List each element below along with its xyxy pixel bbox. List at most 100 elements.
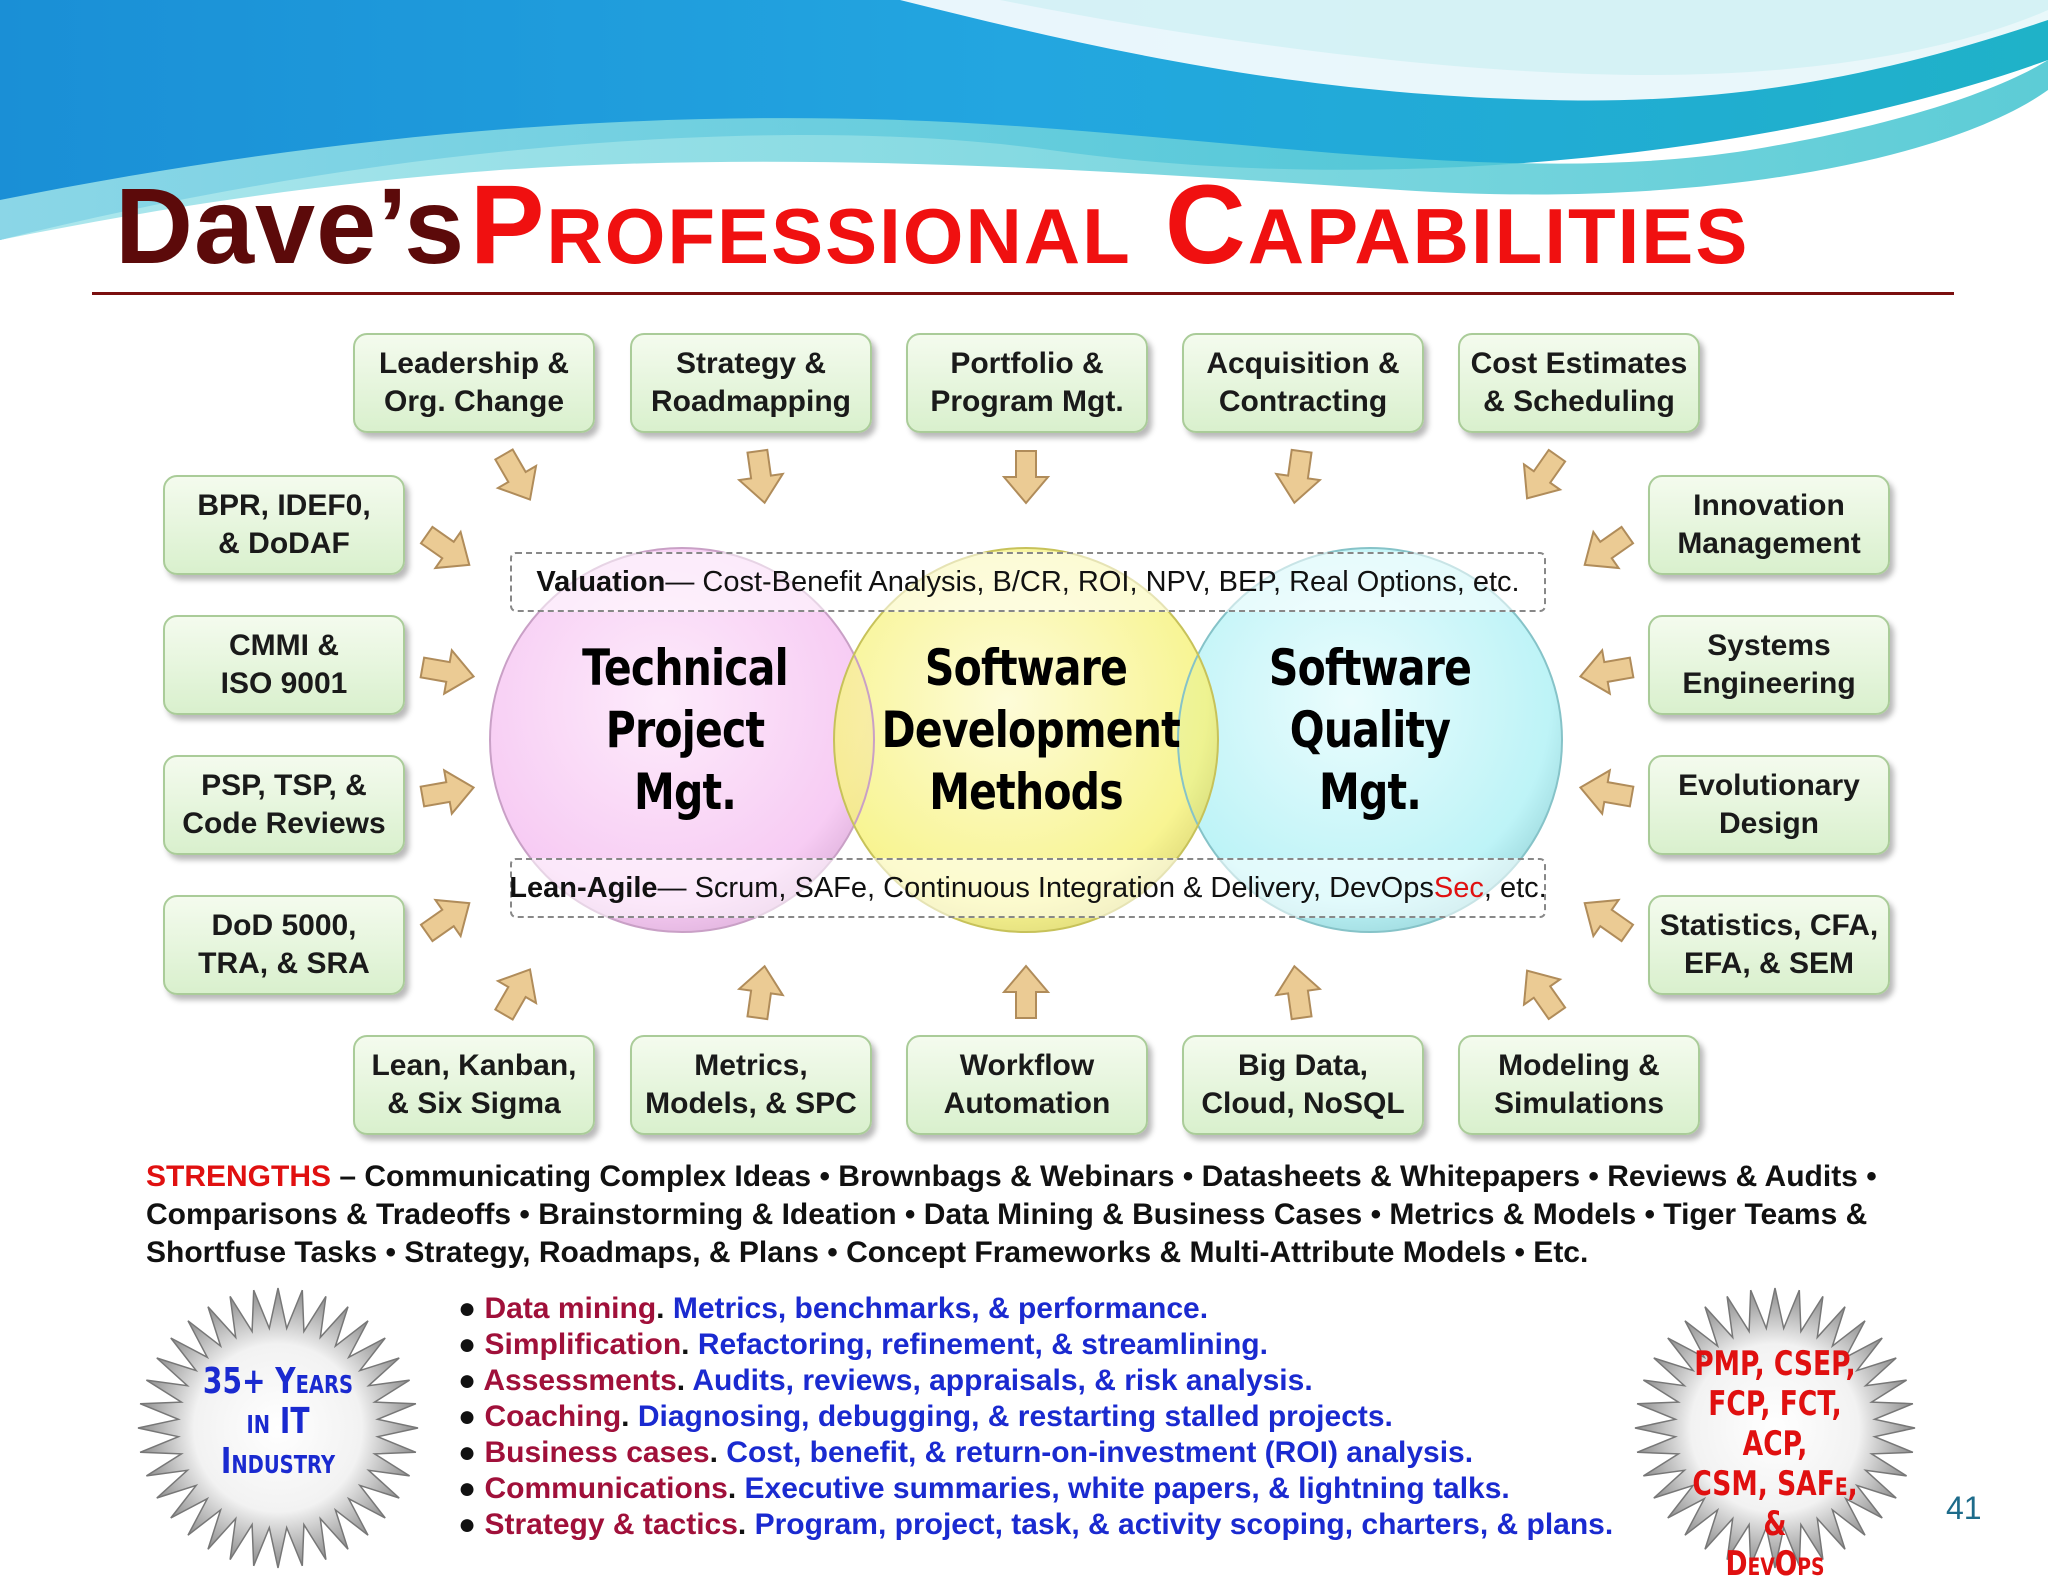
bullet-detail: Diagnosing, debugging, & restarting stal… <box>637 1400 1393 1433</box>
arrow-icon <box>736 964 785 1021</box>
bullet-heading: Communications <box>484 1472 728 1505</box>
list-item: ● Strategy & tactics. Program, project, … <box>458 1508 1614 1541</box>
title-name: Dave’s <box>115 165 466 286</box>
capability-box-right-1: Innovation Management <box>1648 475 1890 575</box>
lean-agile-text: — Scrum, SAFe, Continuous Integration & … <box>657 871 1434 904</box>
list-item: ● Communications. Executive summaries, w… <box>458 1472 1510 1505</box>
arrow-icon <box>1522 448 1567 500</box>
bullet-heading: Assessments <box>483 1364 677 1397</box>
lean-agile-sec: Sec <box>1433 871 1484 904</box>
venn-circle-center <box>834 548 1218 932</box>
title-divider <box>92 292 1954 295</box>
list-item: ● Simplification. Refactoring, refinemen… <box>458 1328 1268 1361</box>
arrow-icon <box>1274 964 1323 1021</box>
bullet-detail: Executive summaries, white papers, & lig… <box>744 1472 1510 1505</box>
arrow-icon <box>1522 969 1567 1021</box>
capability-box-top-3: Portfolio & Program Mgt. <box>906 333 1148 433</box>
valuation-label: Valuation <box>536 565 666 598</box>
arrow-icon <box>419 648 476 696</box>
capability-box-bottom-5: Modeling & Simulations <box>1458 1035 1700 1135</box>
capability-label: Systems Engineering <box>1682 629 1856 700</box>
capability-label: Innovation Management <box>1677 489 1861 560</box>
bullet-heading: Strategy & tactics <box>484 1508 738 1541</box>
arrow-icon <box>419 768 476 816</box>
years-experience-badge: 35+ Years in IT Industry <box>202 1361 354 1482</box>
arrow-icon <box>1578 768 1635 816</box>
capability-label: Statistics, CFA, EFA, & SEM <box>1659 909 1879 980</box>
bullet-heading: Data mining <box>484 1292 657 1325</box>
capability-box-left-3: PSP, TSP, & Code Reviews <box>163 755 405 855</box>
arrow-icon <box>1274 448 1323 505</box>
arrow-icon <box>493 448 538 501</box>
arrow-icon <box>1583 525 1635 570</box>
capability-label: CMMI & ISO 9001 <box>220 629 348 700</box>
capability-bullet-list: ● Data mining. Metrics, benchmarks, & pe… <box>458 1291 1698 1543</box>
capability-box-bottom-2: Metrics, Models, & SPC <box>630 1035 872 1135</box>
strengths-text: – Communicating Complex Ideas • Brownbag… <box>146 1160 1877 1269</box>
strengths-label: STRENGTHS <box>146 1160 332 1193</box>
list-item: ● Data mining. Metrics, benchmarks, & pe… <box>458 1292 1209 1325</box>
list-item: ● Assessments. Audits, reviews, appraisa… <box>458 1364 1313 1397</box>
capability-box-top-2: Strategy & Roadmapping <box>630 333 872 433</box>
capability-box-left-4: DoD 5000, TRA, & SRA <box>163 895 405 995</box>
capability-label: PSP, TSP, & Code Reviews <box>182 769 386 840</box>
page-number: 41 <box>1946 1490 1982 1526</box>
lean-agile-label: Lean-Agile <box>509 871 658 904</box>
capability-box-right-4: Statistics, CFA, EFA, & SEM <box>1648 895 1890 995</box>
valuation-band: Valuation — Cost-Benefit Analysis, B/CR,… <box>510 552 1546 612</box>
bullet-detail: Metrics, benchmarks, & performance. <box>672 1292 1209 1325</box>
capability-label: Strategy & Roadmapping <box>651 347 851 418</box>
lean-agile-band: Lean-Agile — Scrum, SAFe, Continuous Int… <box>509 858 1547 918</box>
arrow-icon <box>1578 648 1635 696</box>
capability-box-top-4: Acquisition & Contracting <box>1182 333 1424 433</box>
capability-box-left-1: BPR, IDEF0, & DoDAF <box>163 475 405 575</box>
lean-agile-etc: , etc. <box>1483 871 1547 904</box>
starburst-badge-left <box>137 1287 419 1569</box>
capability-label: Modeling & Simulations <box>1493 1049 1665 1120</box>
capability-label: Workflow Automation <box>943 1049 1111 1120</box>
capability-label: Lean, Kanban, & Six Sigma <box>371 1049 577 1120</box>
capability-box-right-2: Systems Engineering <box>1648 615 1890 715</box>
capability-box-left-2: CMMI & ISO 9001 <box>163 615 405 715</box>
list-item: ● Coaching. Diagnosing, debugging, & res… <box>458 1400 1393 1433</box>
arrow-icon <box>1583 898 1635 943</box>
capability-label: Evolutionary Design <box>1678 769 1860 840</box>
bullet-detail: Audits, reviews, appraisals, & risk anal… <box>692 1364 1313 1397</box>
page-title: Dave’s Professional Capabilities <box>115 160 1975 290</box>
bullet-heading: Coaching <box>484 1400 622 1433</box>
capability-label: Metrics, Models, & SPC <box>645 1049 857 1120</box>
list-item: ● Business cases. Cost, benefit, & retur… <box>458 1436 1474 1469</box>
strengths-paragraph: STRENGTHS – Communicating Complex Ideas … <box>146 1158 1886 1272</box>
arrow-icon <box>493 968 538 1021</box>
bullet-heading: Simplification <box>484 1328 682 1361</box>
capability-label: Leadership & Org. Change <box>378 347 570 418</box>
capability-label: Portfolio & Program Mgt. <box>930 347 1124 418</box>
venn-label-center: Software Development Methods <box>881 639 1181 821</box>
capability-box-top-5: Cost Estimates & Scheduling <box>1458 333 1700 433</box>
arrow-icon <box>736 448 785 505</box>
capability-label: DoD 5000, TRA, & SRA <box>198 909 370 980</box>
arrow-icon <box>1001 964 1051 1019</box>
capability-box-right-3: Evolutionary Design <box>1648 755 1890 855</box>
venn-label-left: Technical Project Mgt. <box>582 639 789 821</box>
bullet-detail: Program, project, task, & activity scopi… <box>754 1508 1614 1541</box>
capability-label: Cost Estimates & Scheduling <box>1470 347 1688 418</box>
bullet-detail: Cost, benefit, & return-on-investment (R… <box>726 1436 1474 1469</box>
capability-box-bottom-3: Workflow Automation <box>906 1035 1148 1135</box>
arrow-icon <box>419 898 471 943</box>
capability-box-top-1: Leadership & Org. Change <box>353 333 595 433</box>
capability-label: BPR, IDEF0, & DoDAF <box>197 489 371 560</box>
title-highlight: Professional Capabilities <box>469 162 1750 287</box>
valuation-text: — Cost-Benefit Analysis, B/CR, ROI, NPV,… <box>665 565 1520 598</box>
venn-circle-left <box>490 548 874 932</box>
venn-circle-right <box>1178 548 1562 932</box>
arrow-icon <box>1001 450 1051 505</box>
capability-label: Acquisition & Contracting <box>1206 347 1400 418</box>
certifications-badge: PMP, CSEP, FCP, FCT, ACP, CSM, SAFe, & D… <box>1692 1344 1858 1584</box>
arrow-icon <box>419 525 471 570</box>
capability-box-bottom-1: Lean, Kanban, & Six Sigma <box>353 1035 595 1135</box>
capability-label: Big Data, Cloud, NoSQL <box>1201 1049 1405 1120</box>
capability-box-bottom-4: Big Data, Cloud, NoSQL <box>1182 1035 1424 1135</box>
bullet-heading: Business cases <box>484 1436 710 1469</box>
